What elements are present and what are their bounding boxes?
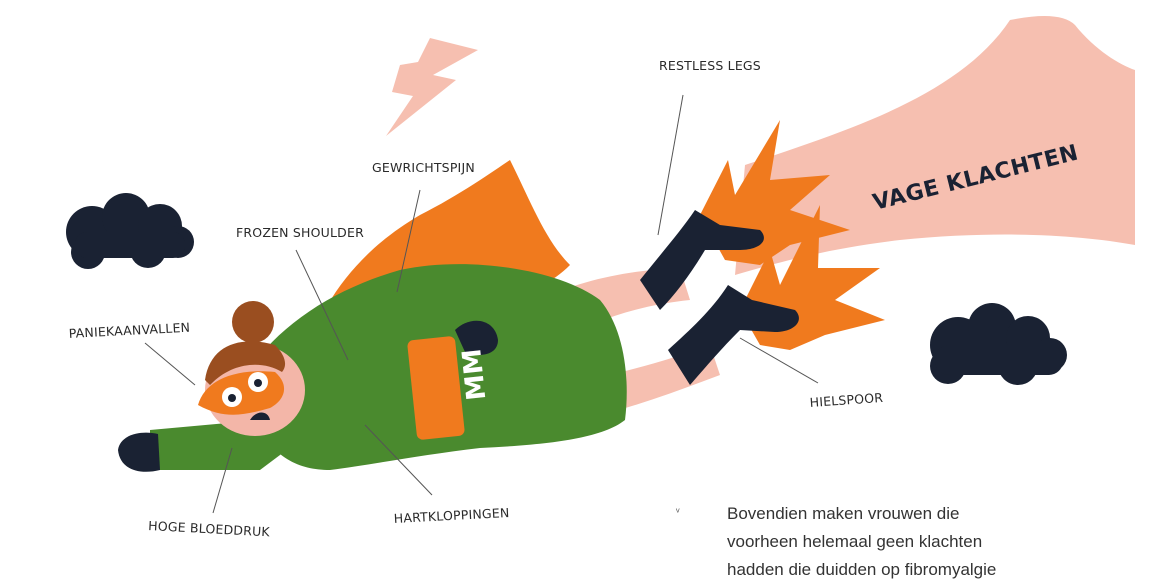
- leader-lines: [144, 94, 819, 514]
- boot: [640, 210, 764, 310]
- label-frozen-shoulder: FROZEN SHOULDER: [236, 225, 364, 240]
- body-paragraph: Bovendien maken vrouwen die voorheen hel…: [727, 500, 1057, 584]
- cloud-icon: [930, 303, 1067, 385]
- vage-klachten-trail: [735, 16, 1135, 275]
- hair-bun: [232, 301, 274, 343]
- cloud-icon: [66, 193, 194, 269]
- pupil: [254, 379, 262, 387]
- paragraph-line: Bovendien maken vrouwen die: [727, 504, 960, 523]
- label-hielspoor: HIELSPOOR: [809, 390, 884, 410]
- label-hoge-bloeddruk: HOGE BLOEDDRUK: [148, 518, 271, 539]
- label-restless-legs: RESTLESS LEGS: [659, 58, 761, 73]
- tick-mark: ᵥ: [676, 503, 680, 515]
- mouth: [250, 412, 270, 420]
- chest-badge: [407, 336, 465, 440]
- chest-logo: MM: [457, 347, 492, 402]
- paragraph-line: voorheen helemaal geen klachten: [727, 532, 983, 551]
- label-hartkloppingen: HARTKLOPPINGEN: [393, 505, 509, 526]
- fist: [118, 432, 160, 472]
- lightning-icon: [386, 38, 478, 136]
- glove: [455, 320, 498, 355]
- pupil: [228, 394, 236, 402]
- boot: [668, 285, 799, 385]
- label-paniekaanvallen: PANIEKAANVALLEN: [68, 320, 190, 341]
- label-gewrichtspijn: GEWRICHTSPIJN: [372, 160, 475, 175]
- hair: [205, 341, 286, 385]
- paragraph-line: hadden die duidden op fibromyalgie: [727, 560, 997, 579]
